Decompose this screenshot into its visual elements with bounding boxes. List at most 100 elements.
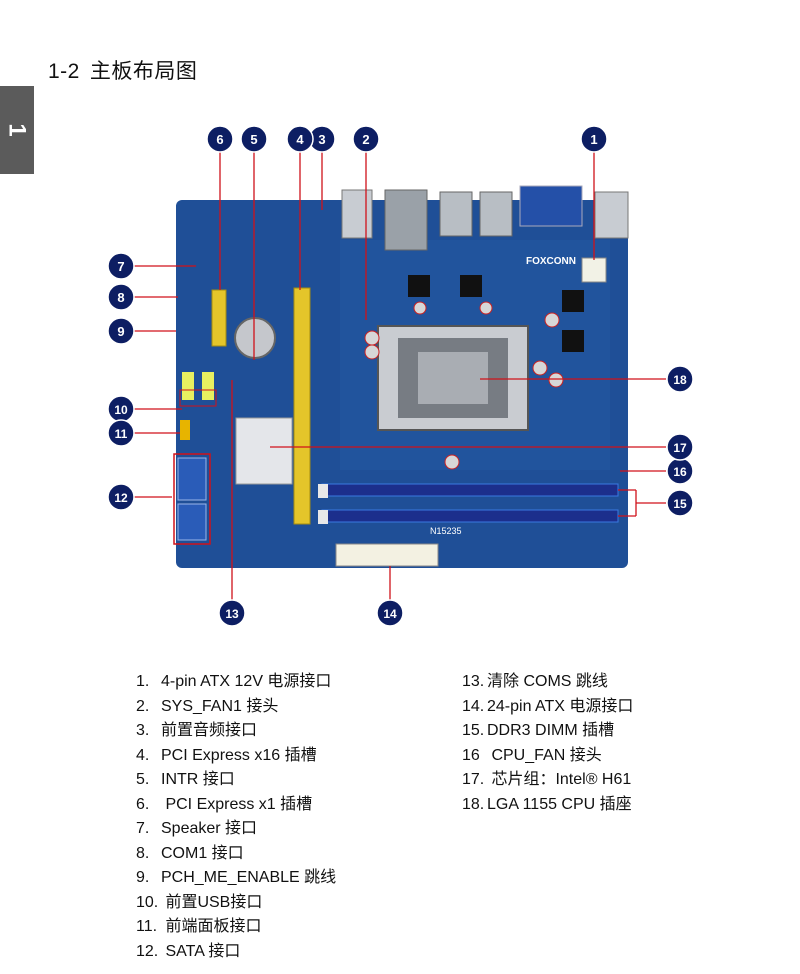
- legend-item-text: INTR 接口: [161, 771, 235, 788]
- legend-item-number: 4.: [136, 746, 150, 764]
- legend-item: 6. PCI Express x1 插槽: [136, 793, 336, 818]
- callout-11: 11: [107, 419, 135, 447]
- legend-item-number: 15.: [462, 722, 485, 739]
- legend-item-text: 4-pin ATX 12V 电源接口: [161, 673, 332, 690]
- io-connector-ps2: [341, 189, 373, 239]
- pcie-x16-slot: [293, 287, 311, 525]
- legend-item-text: 清除 COMS 跳线: [487, 673, 608, 690]
- io-connector-dvi: [594, 191, 629, 239]
- callout-2: 2: [352, 125, 380, 153]
- svg-text:6: 6: [216, 132, 223, 147]
- cmos-battery: [234, 317, 276, 359]
- callout-7: 7: [107, 252, 135, 280]
- section-number: 1-2: [48, 60, 80, 83]
- svg-text:3: 3: [318, 132, 325, 147]
- vrm-chip-4: [562, 330, 584, 352]
- legend-item-number: 11.: [136, 918, 158, 935]
- page-title: 1-2 主板布局图: [48, 55, 197, 85]
- legend-item-number: 3.: [136, 722, 150, 739]
- vrm-chip-3: [562, 290, 584, 312]
- section-title: 主板布局图: [89, 59, 198, 83]
- dimm-slot-2: [321, 509, 619, 523]
- atx12v-connector: [581, 257, 607, 283]
- svg-text:16: 16: [673, 465, 687, 479]
- legend-item-text: Speaker 接口: [161, 820, 258, 837]
- callout-15: 15: [666, 489, 694, 517]
- svg-text:4: 4: [296, 132, 304, 147]
- legend-left-column: 1.4-pin ATX 12V 电源接口 2.SYS_FAN1 接头 3.前置音…: [136, 670, 336, 964]
- capacitor-8: [444, 454, 460, 470]
- svg-text:12: 12: [114, 491, 128, 505]
- front-usb-highlight: [179, 389, 217, 407]
- legend-item: 11. 前端面板接口: [136, 915, 336, 940]
- legend-item-number: 5.: [136, 771, 150, 788]
- legend-item: 5. INTR 接口: [136, 768, 336, 793]
- sata-port-1: [177, 457, 207, 501]
- front-usb-header-2: [202, 372, 214, 400]
- svg-text:18: 18: [673, 373, 687, 387]
- callout-13: 13: [218, 599, 246, 627]
- front-panel-header: [180, 420, 190, 440]
- atx24-connector: [335, 543, 439, 567]
- svg-text:14: 14: [383, 607, 397, 621]
- board-model-mark: N15235: [430, 526, 462, 536]
- legend-item-number: 14.: [462, 697, 485, 715]
- io-connector-usb-2: [479, 191, 513, 237]
- cpu-socket-center: [418, 352, 488, 404]
- legend-item: 15.DDR3 DIMM 插槽: [462, 719, 633, 744]
- vrm-chip-1: [408, 275, 430, 297]
- legend-item: 14.24-pin ATX 电源接口: [462, 695, 633, 720]
- legend-item-text: CPU_FAN 接头: [487, 746, 602, 764]
- svg-text:13: 13: [225, 607, 239, 621]
- callout-8: 8: [107, 283, 135, 311]
- legend-item: 13.清除 COMS 跳线: [462, 670, 633, 695]
- legend-item-text: 前置音频接口: [161, 722, 258, 739]
- legend-item-text: DDR3 DIMM 插槽: [487, 722, 615, 739]
- legend-item-number: 7.: [136, 820, 150, 837]
- legend-item-number: 17.: [462, 771, 485, 788]
- legend-item: 17. 芯片组：Intel® H61: [462, 768, 633, 793]
- legend-item-text: COM1 接口: [161, 844, 244, 862]
- pcie-x1-slot: [211, 289, 227, 347]
- legend-item-text: 前置USB接口: [161, 893, 263, 911]
- legend-item-number: 13.: [462, 673, 485, 690]
- sata-highlight-box: [173, 453, 211, 545]
- svg-text:10: 10: [114, 403, 128, 417]
- callout-5: 5: [240, 125, 268, 153]
- svg-text:15: 15: [673, 497, 687, 511]
- legend-item-number: 12.: [136, 942, 159, 960]
- legend-item-number: 9.: [136, 869, 150, 886]
- capacitor-2: [364, 344, 380, 360]
- legend-item-text: 芯片组：Intel® H61: [487, 771, 632, 788]
- legend-item-text: 24-pin ATX 电源接口: [487, 697, 634, 715]
- callout-10: 10: [107, 395, 135, 423]
- io-connector-vga: [519, 185, 583, 227]
- capacitor-7: [479, 301, 493, 315]
- legend-item: 3. 前置音频接口: [136, 719, 336, 744]
- callout-6: 6: [206, 125, 234, 153]
- chapter-tab: 1: [0, 86, 34, 174]
- callout-14: 14: [376, 599, 404, 627]
- io-connector-lan: [384, 189, 428, 251]
- svg-text:11: 11: [115, 427, 128, 441]
- front-usb-header-1: [182, 372, 194, 400]
- leader-lines: [134, 152, 666, 600]
- svg-text:9: 9: [117, 324, 124, 339]
- io-connector-usb-1: [439, 191, 473, 237]
- legend-item: 1. 4-pin ATX 12V 电源接口: [136, 670, 336, 695]
- motherboard-diagram: FOXCONN N15235: [107, 125, 694, 627]
- legend-item-number: 16: [462, 746, 480, 764]
- callout-18: 18: [666, 365, 694, 393]
- legend-item-text: SYS_FAN1 接头: [161, 697, 279, 715]
- capacitor-6: [413, 301, 427, 315]
- legend-item-number: 6.: [136, 795, 150, 813]
- sata-port-2: [177, 503, 207, 541]
- legend-right-column: 13.清除 COMS 跳线 14.24-pin ATX 电源接口 15.DDR3…: [462, 670, 633, 817]
- legend-item-text: PCI Express x16 插槽: [161, 746, 317, 764]
- callout-9: 9: [107, 317, 135, 345]
- capacitor-5: [548, 372, 564, 388]
- legend-item-text: SATA 接口: [161, 942, 241, 960]
- legend-item-text: 前端面板接口: [161, 918, 262, 935]
- callout-1: 1: [580, 125, 608, 153]
- legend-item-number: 1.: [136, 673, 150, 690]
